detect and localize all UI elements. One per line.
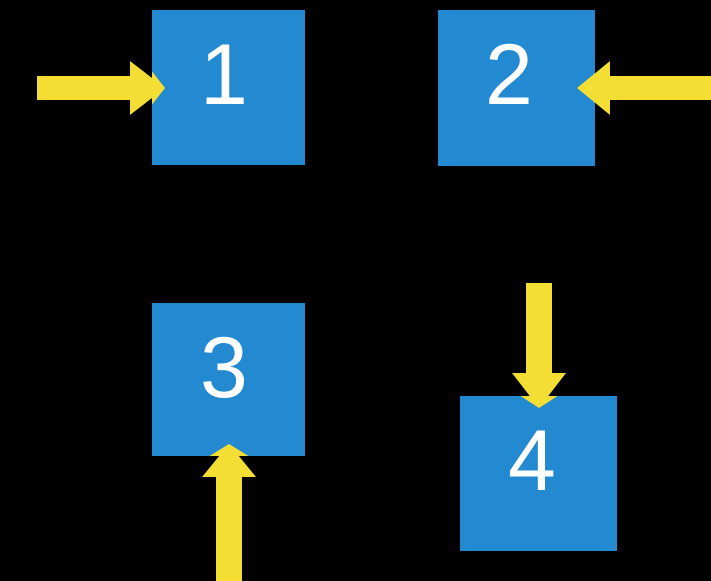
arrow-into-box-3-icon — [202, 444, 256, 581]
arrow-into-box-3-tip-icon — [209, 444, 249, 456]
arrow-into-box-4-icon — [512, 283, 566, 408]
arrow-into-box-2-icon — [577, 61, 711, 115]
arrow-into-box-1-icon — [37, 61, 165, 115]
arrow-into-box-4-tip-icon — [520, 396, 558, 408]
node-box-2-label: 2 — [485, 27, 533, 123]
node-box-3-label: 3 — [200, 320, 248, 416]
node-box-3[interactable] — [152, 303, 305, 456]
node-box-4-label: 4 — [508, 413, 556, 509]
node-box-1[interactable] — [152, 10, 305, 165]
node-box-2[interactable] — [438, 10, 595, 166]
node-box-1-label: 1 — [200, 27, 248, 123]
arrow-into-box-2-tip-icon — [577, 73, 595, 103]
arrow-into-box-1-tip-icon — [152, 71, 165, 105]
node-box-4[interactable] — [460, 396, 617, 551]
